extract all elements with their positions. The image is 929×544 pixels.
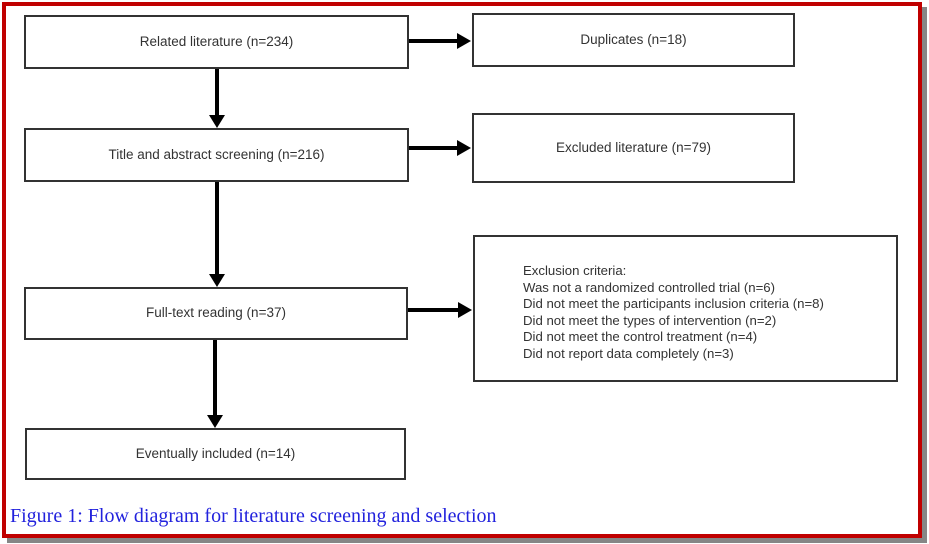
flow-box-label: Duplicates (n=18) [580,31,687,47]
flow-box-label: Title and abstract screening (n=216) [108,146,325,162]
arrow-related-to-duplicates [409,39,457,43]
exclusion-criteria-line: Did not meet the control treatment (n=4) [523,329,758,344]
arrowhead-right-icon [457,33,471,49]
exclusion-criteria-line: Did not meet the types of intervention (… [523,312,777,328]
exclusion-criteria-line: Did not meet the participants inclusion … [523,296,824,311]
arrowhead-down-icon [209,274,225,287]
flow-box-full-text-reading: Full-text reading (n=37) [24,287,408,340]
figure-red-frame [2,2,922,538]
arrow-fulltext-to-exclusion [408,308,458,312]
flow-box-duplicates: Duplicates (n=18) [472,13,795,67]
flow-box-label: Full-text reading (n=37) [146,305,286,321]
flow-box-eventually-included: Eventually included (n=14) [25,428,406,480]
arrow-screening-to-fulltext [215,182,219,274]
arrow-fulltext-to-included [213,340,217,415]
flow-box-label: Eventually included (n=14) [135,445,296,461]
arrowhead-down-icon [207,415,223,428]
flow-box-label: Related literature (n=234) [139,33,294,49]
flow-box-excluded-literature: Excluded literature (n=79) [472,113,795,183]
flow-box-related-literature: Related literature (n=234) [24,15,409,69]
arrowhead-right-icon [458,302,472,318]
exclusion-criteria-line: Did not report data completely (n=3) [523,345,734,361]
arrow-screening-to-excluded [409,146,457,150]
arrowhead-down-icon [209,115,225,128]
arrow-related-to-screening [215,69,219,115]
exclusion-criteria-title: Exclusion criteria: [523,263,627,278]
flow-box-label: Excluded literature (n=79) [556,139,711,155]
figure-caption: Figure 1: Flow diagram for literature sc… [10,505,497,527]
flow-box-exclusion-criteria: Exclusion criteria: Was not a randomized… [473,235,898,382]
flow-box-title-abstract-screening: Title and abstract screening (n=216) [24,128,409,182]
exclusion-criteria-line: Was not a randomized controlled trial (n… [523,279,776,295]
arrowhead-right-icon [457,140,471,156]
